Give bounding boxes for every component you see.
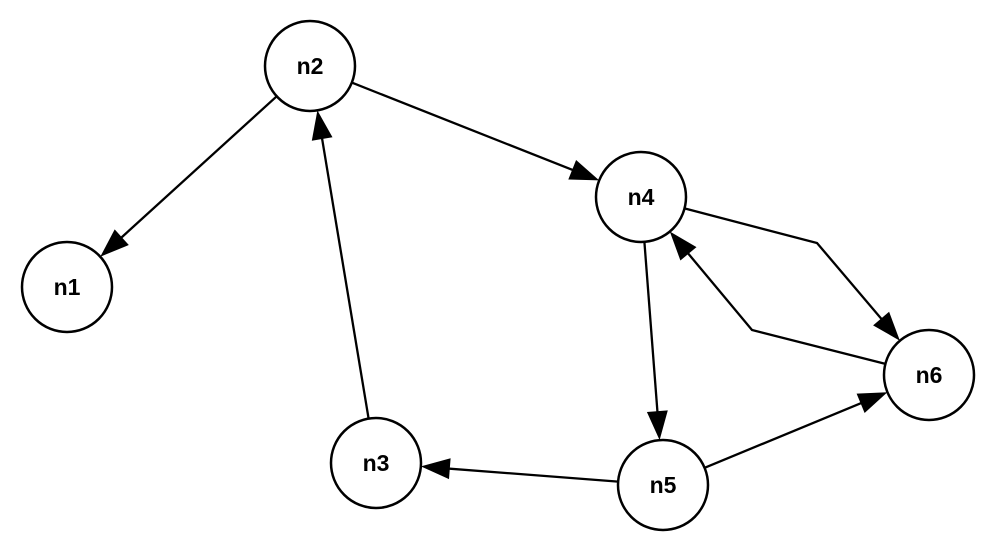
arrowhead-n2-n4 <box>568 160 600 181</box>
edge-n4-n5 <box>643 241 660 425</box>
node-circle-n3 <box>329 416 423 510</box>
node-label-n1: n1 <box>54 274 81 300</box>
node-label-n3: n3 <box>363 450 390 476</box>
edge-n6-n4 <box>679 243 886 366</box>
node-label-n5: n5 <box>650 472 677 498</box>
node-n6: n6 <box>882 328 976 422</box>
node-n2: n2 <box>263 19 357 113</box>
arrowhead-n3-n2 <box>311 110 333 141</box>
node-circle-n6 <box>882 328 976 422</box>
arrowhead-n4-n5 <box>646 410 668 441</box>
node-n3: n3 <box>329 416 423 510</box>
node-circle-n1 <box>20 240 114 334</box>
edge-n5-n3 <box>436 466 619 483</box>
arrowhead-n2-n1 <box>100 229 129 257</box>
node-circle-n5 <box>616 438 710 532</box>
edge-n2-n4 <box>351 81 585 176</box>
arrowhead-n6-n4 <box>669 231 697 261</box>
node-label-n6: n6 <box>916 362 943 388</box>
edge-n5-n6 <box>704 397 874 469</box>
arrowhead-n5-n6 <box>856 392 888 413</box>
edge-n2-n1 <box>111 95 278 247</box>
node-n1: n1 <box>20 240 114 334</box>
node-label-n2: n2 <box>297 53 324 79</box>
edge-n4-n6 <box>684 207 891 330</box>
node-label-n4: n4 <box>628 184 655 210</box>
node-n4: n4 <box>594 150 688 244</box>
arrowhead-n5-n3 <box>420 458 451 480</box>
node-n5: n5 <box>616 438 710 532</box>
edge-n3-n2 <box>318 125 370 419</box>
node-circle-n2 <box>263 19 357 113</box>
arrowhead-n4-n6 <box>873 311 900 341</box>
node-circle-n4 <box>594 150 688 244</box>
